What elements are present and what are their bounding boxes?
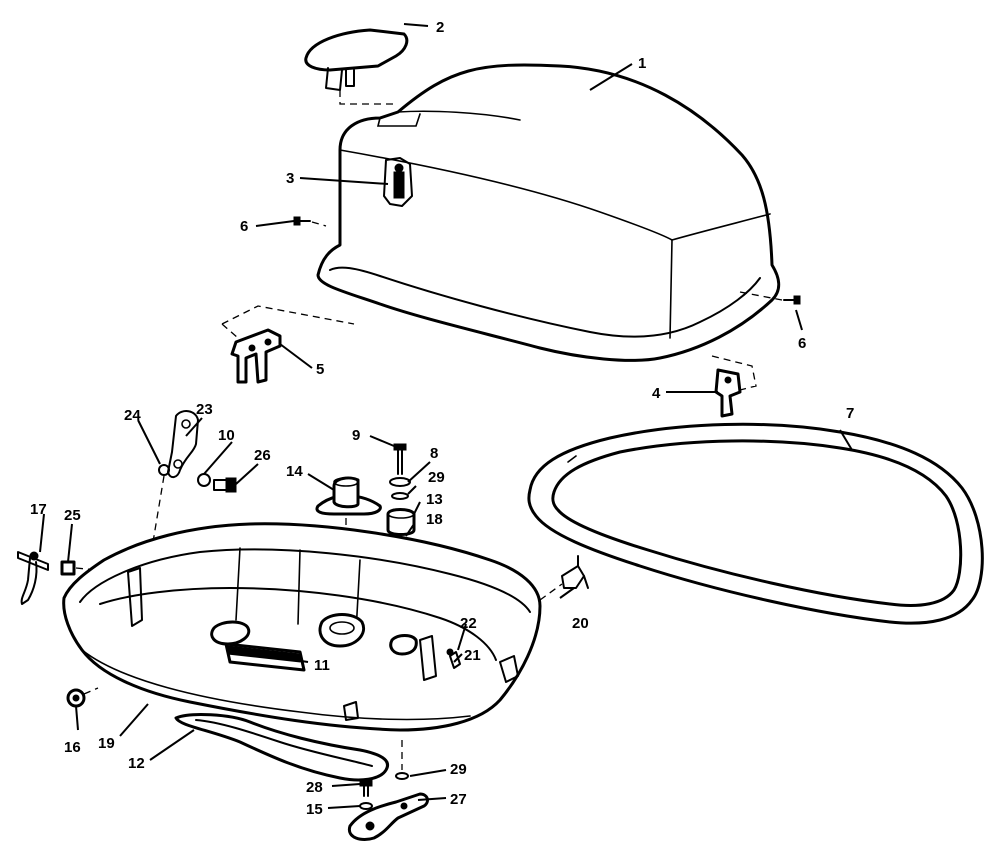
plug-part-16	[66, 687, 99, 708]
callout-8: 8	[430, 445, 438, 462]
bushing-part-25	[60, 560, 97, 576]
callout-28: 28	[306, 779, 323, 796]
latch-part-17	[17, 551, 49, 605]
callout-26: 26	[254, 447, 271, 464]
callout-18: 18	[426, 511, 443, 528]
washer-part-24	[151, 464, 170, 549]
callout-27: 27	[450, 791, 467, 808]
callout-29-lower: 29	[450, 761, 467, 778]
callout-14: 14	[286, 463, 303, 480]
callout-4: 4	[652, 385, 661, 402]
cowl-seal-part	[527, 422, 984, 625]
washer-part-10	[197, 473, 211, 487]
washer-part-29-lower	[395, 740, 409, 780]
callout-25: 25	[64, 507, 81, 524]
top-cowl-part	[316, 63, 781, 362]
callout-10: 10	[218, 427, 235, 444]
shoulder-screw-part	[213, 477, 237, 493]
callout-22: 22	[460, 615, 477, 632]
callout-24: 24	[124, 407, 141, 424]
screw-left-part	[293, 216, 327, 227]
left-latch-bracket-part	[221, 305, 355, 384]
washer-part-29-upper	[391, 492, 409, 500]
callout-6-left: 6	[240, 218, 248, 235]
retainer-bracket-part	[347, 792, 429, 841]
callout-labels: 1 2 3 4 5 6 6 7 8 9 10 11 12 13 14 15 16…	[30, 19, 854, 818]
mount-screw-part	[393, 443, 407, 475]
bottom-cowl-part	[62, 522, 542, 732]
callout-21: 21	[464, 647, 481, 664]
latch-part-20	[539, 555, 589, 601]
callout-17: 17	[30, 501, 47, 518]
cowl-hood-part	[304, 28, 409, 105]
callout-3: 3	[286, 170, 294, 187]
screw-right-part	[739, 291, 801, 305]
bottom-screw-part-28	[359, 779, 373, 797]
right-latch-bracket-part	[711, 355, 757, 418]
washer-part-15	[359, 802, 373, 810]
callout-23: 23	[196, 401, 213, 418]
callout-20: 20	[572, 615, 589, 632]
exhaust-seal-part	[174, 713, 389, 782]
washer-part-8	[389, 477, 411, 487]
callout-5: 5	[316, 361, 324, 378]
callout-12: 12	[128, 755, 145, 772]
callout-6-right: 6	[798, 335, 806, 352]
callout-13: 13	[426, 491, 443, 508]
callout-9: 9	[352, 427, 360, 444]
leader-lines	[39, 23, 853, 809]
callout-15: 15	[306, 801, 323, 818]
callout-19: 19	[98, 735, 115, 752]
callout-11: 11	[314, 657, 330, 674]
callout-7: 7	[846, 405, 854, 422]
callout-29-upper: 29	[428, 469, 445, 486]
shift-lever-part	[167, 410, 199, 478]
callout-2: 2	[436, 19, 444, 36]
callout-16: 16	[64, 739, 81, 756]
callout-1: 1	[638, 55, 646, 72]
